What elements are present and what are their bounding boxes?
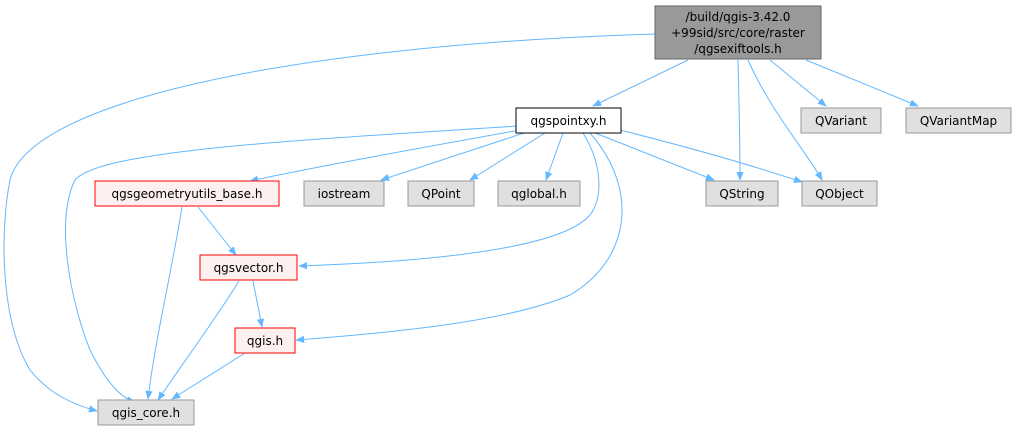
node-qgsgeometryutils-base[interactable]: qgsgeometryutils_base.h	[94, 180, 280, 207]
node-qgis[interactable]: qgis.h	[234, 327, 296, 354]
node-qpoint[interactable]: QPoint	[407, 180, 475, 207]
edge-root-to-qstring	[736, 59, 744, 181]
edge-pointxy-to-iostream	[380, 131, 528, 181]
node-label: qgis_core.h	[112, 406, 180, 420]
edge-root-to-qobject	[747, 59, 823, 181]
edge-root-to-qgspointxy	[592, 59, 689, 107]
edge-pointxy-to-qobject	[611, 127, 803, 183]
node-qgsvector[interactable]: qgsvector.h	[199, 254, 298, 281]
edge-pointxy-to-qgsvector	[298, 132, 600, 270]
node-label: qgis.h	[247, 334, 283, 348]
edge-pointxy-to-qgis-core	[65, 125, 519, 404]
node-label: QPoint	[421, 187, 461, 201]
edge-qgis-to-qgis-core	[171, 352, 246, 400]
node-iostream[interactable]: iostream	[303, 180, 385, 207]
edge-pointxy-to-qstring	[594, 132, 715, 181]
node-label: qglobal.h	[511, 187, 567, 201]
node-qobject[interactable]: QObject	[801, 180, 878, 207]
edge-pointxy-to-qpoint	[469, 132, 546, 181]
node-qglobal[interactable]: qglobal.h	[497, 180, 581, 207]
edge-qgsvector-to-qgis-core	[157, 280, 240, 401]
root-label-line-1: /build/qgis-3.42.0	[686, 10, 791, 24]
edge-root-to-qvariant	[769, 59, 827, 107]
node-label: QVariantMap	[920, 114, 997, 128]
node-label: qgspointxy.h	[530, 114, 606, 128]
edge-geomutils-to-qgsvector	[197, 206, 237, 256]
edges	[3, 33, 919, 413]
node-qvariantmap[interactable]: QVariantMap	[905, 107, 1012, 134]
node-qvariant[interactable]: QVariant	[800, 107, 882, 134]
node-label: QObject	[815, 187, 864, 201]
node-qgis-core[interactable]: qgis_core.h	[97, 399, 195, 426]
edge-pointxy-to-qglobal	[545, 132, 564, 181]
node-qstring[interactable]: QString	[705, 180, 779, 207]
edge-pointxy-to-geomutils	[249, 129, 521, 183]
root-label-line-2: +99sid/src/core/raster	[671, 26, 805, 40]
edge-pointxy-to-qgis	[295, 132, 623, 343]
node-label: qgsgeometryutils_base.h	[112, 187, 263, 201]
node-qgspointxy[interactable]: qgspointxy.h	[515, 107, 622, 134]
edge-geomutils-to-qgis-core	[145, 206, 183, 400]
node-root-qgsexiftools[interactable]: /build/qgis-3.42.0 +99sid/src/core/raste…	[654, 5, 822, 60]
node-label: QVariant	[815, 114, 867, 128]
edge-root-to-qgis-core	[3, 33, 656, 413]
root-label-line-3: /qgsexiftools.h	[694, 42, 782, 56]
node-label: QString	[719, 187, 764, 201]
node-label: iostream	[318, 187, 371, 201]
edge-root-to-qvariantmap	[805, 59, 919, 107]
node-label: qgsvector.h	[214, 261, 284, 275]
edge-qgsvector-to-qgis	[252, 280, 264, 328]
